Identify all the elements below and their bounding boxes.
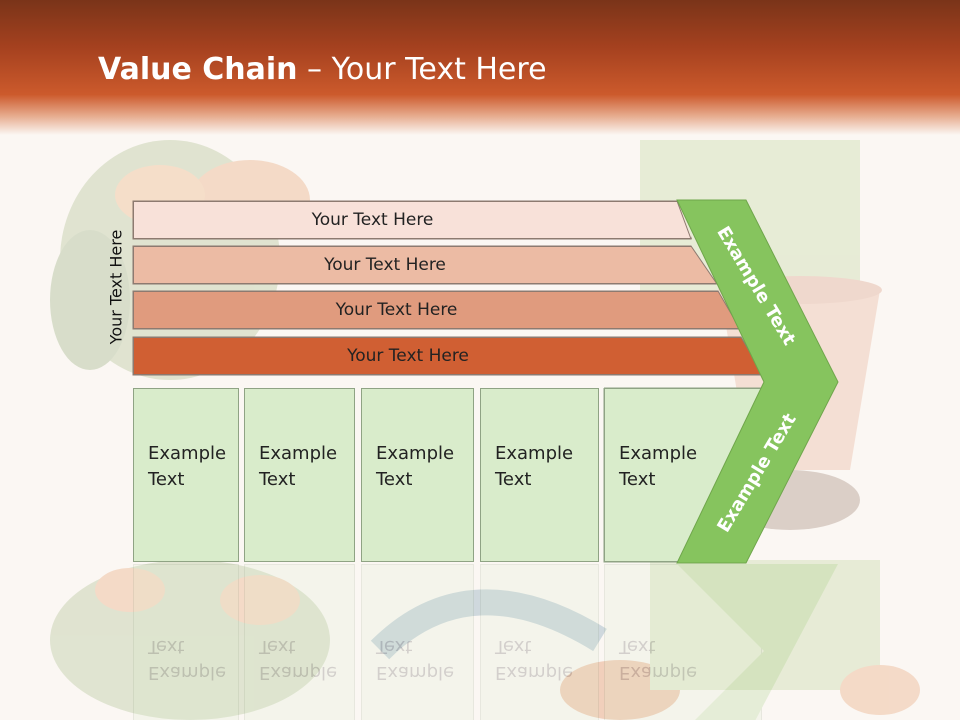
box-2-line1: Example (259, 443, 338, 464)
box-2-line2: Text (259, 469, 296, 490)
box-3-line2: Text (376, 469, 413, 490)
bar-4: Your Text Here (133, 337, 763, 375)
bar-3: Your Text Here (133, 291, 740, 329)
reflection-chevron (677, 564, 838, 720)
header-band (0, 0, 960, 135)
bar-1: Your Text Here (133, 201, 692, 239)
box-5-line2: Text (619, 469, 656, 490)
example-box-2: Example Text (244, 388, 355, 562)
example-box-1: Example Text (133, 388, 239, 562)
example-box-3: Example Text (361, 388, 474, 562)
title-rest: – Your Text Here (297, 52, 547, 87)
box-1-line1: Example (148, 443, 227, 464)
box-4-line2: Text (495, 469, 532, 490)
bar-3-label: Your Text Here (335, 300, 458, 320)
title-bold: Value Chain (98, 52, 298, 87)
example-box-4: Example Text (480, 388, 599, 562)
bar-2-label: Your Text Here (324, 255, 446, 275)
box-4-line1: Example (495, 443, 574, 464)
box-1-line2: Text (148, 469, 185, 490)
bar-1-label: Your Text Here (311, 210, 434, 230)
box-5-line1: Example (619, 443, 698, 464)
reflection: Example Text Example Text Example Text E… (0, 564, 960, 720)
page-title: Value Chain – Your Text Here (98, 52, 547, 96)
bar-4-label: Your Text Here (347, 346, 469, 366)
box-3-line1: Example (376, 443, 455, 464)
